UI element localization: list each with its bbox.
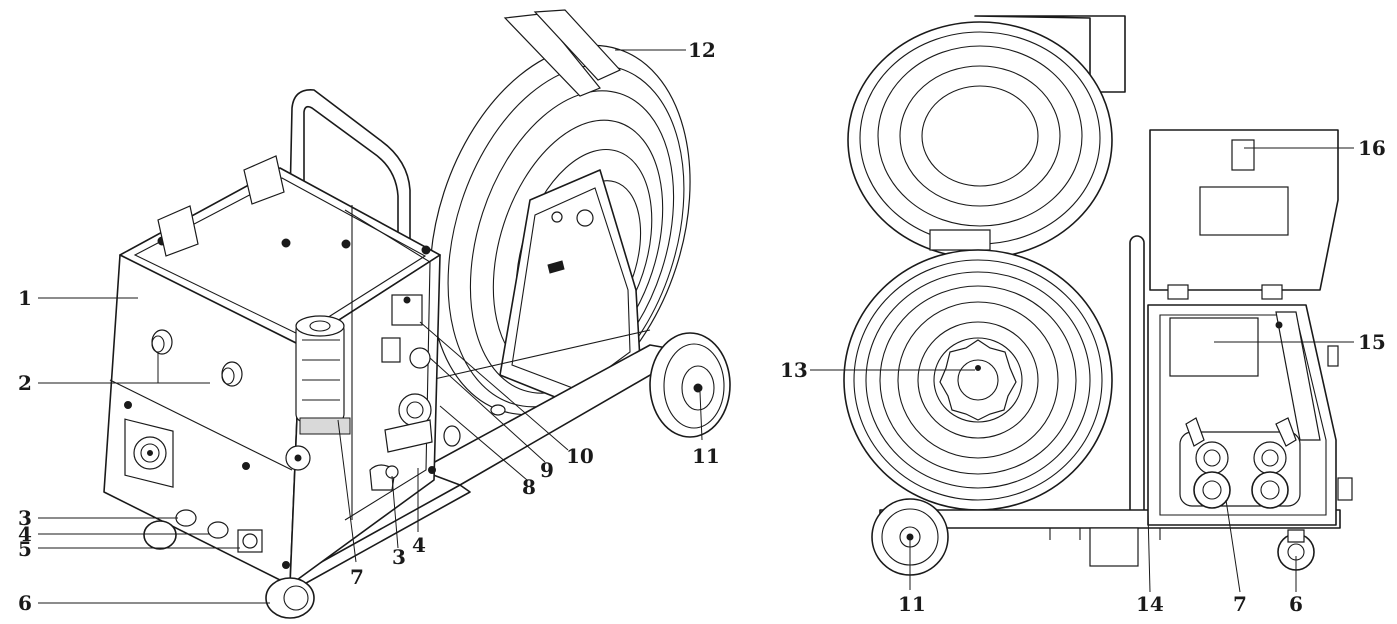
right-door	[1149, 129, 1339, 300]
left-internals	[285, 294, 506, 491]
right-wire-spool	[843, 249, 1113, 511]
callout-label: 7	[350, 565, 364, 589]
right-leader-lines	[810, 147, 1354, 593]
left-cabinet	[103, 155, 441, 586]
callout-label: 15	[1358, 330, 1386, 354]
callout-label: 6	[1289, 592, 1303, 616]
callout-label: 6	[18, 591, 32, 615]
callout-label: 16	[1358, 136, 1386, 160]
left-reel-stand	[499, 169, 641, 406]
callout-label: 13	[780, 358, 808, 382]
callout-label: 5	[18, 537, 32, 561]
callout-label: 4	[18, 522, 32, 546]
callout-label: 11	[692, 444, 720, 468]
left-leader-lines	[38, 49, 703, 604]
callout-label: 14	[1136, 592, 1164, 616]
callout-label: 10	[566, 444, 594, 468]
callout-label: 11	[898, 592, 926, 616]
right-wheels	[871, 498, 1315, 576]
callout-label: 8	[522, 475, 536, 499]
left-wheels	[143, 332, 731, 619]
callout-label: 9	[540, 458, 554, 482]
callout-label: 3	[18, 506, 32, 530]
callout-label: 2	[18, 371, 32, 395]
callout-label: 7	[1233, 592, 1247, 616]
callout-label: 1	[18, 286, 32, 310]
callout-label: 4	[412, 533, 426, 557]
left-view: 1 2 3 4 5 6 7 3 4 8 9 10 11 12	[18, 9, 731, 619]
right-feeder	[1179, 417, 1301, 509]
right-view: 13 16 15 11 14 7 6	[780, 15, 1386, 616]
left-cart-frame	[279, 329, 691, 593]
callout-label: 12	[688, 38, 716, 62]
right-reel-cover	[847, 15, 1126, 259]
callout-label: 3	[392, 545, 406, 569]
